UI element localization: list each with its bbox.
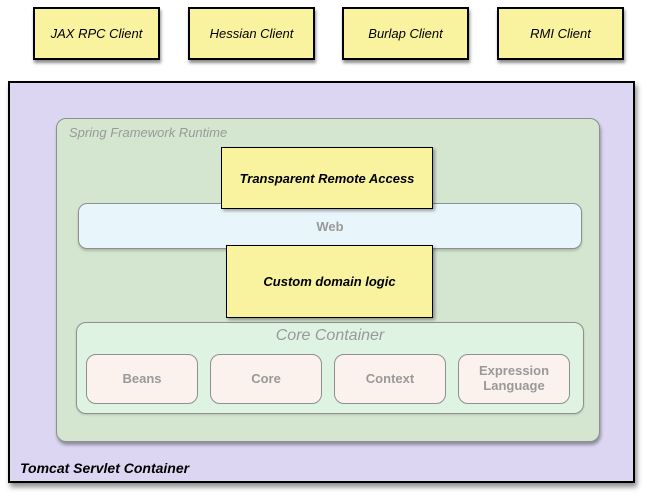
client-box-label: Burlap Client xyxy=(368,26,443,41)
transparent-remote-access-box: Transparent Remote Access xyxy=(221,147,433,209)
module-box-beans: Beans xyxy=(86,354,198,404)
module-box-core: Core xyxy=(210,354,322,404)
core-container-box: Core Container Beans Core Context Expres… xyxy=(76,322,584,414)
spring-framework-runtime-label: Spring Framework Runtime xyxy=(69,125,228,140)
tomcat-servlet-container-box: Spring Framework Runtime Web Transparent… xyxy=(8,81,635,483)
client-box-jax-rpc: JAX RPC Client xyxy=(33,7,160,60)
module-box-context: Context xyxy=(334,354,446,404)
transparent-remote-access-label: Transparent Remote Access xyxy=(239,170,415,186)
spring-framework-runtime-box: Spring Framework Runtime Web Transparent… xyxy=(56,118,600,442)
client-box-label: JAX RPC Client xyxy=(50,26,143,41)
custom-domain-logic-label: Custom domain logic xyxy=(263,274,396,289)
tomcat-servlet-container-label: Tomcat Servlet Container xyxy=(20,460,190,476)
web-layer-label: Web xyxy=(316,218,344,234)
client-box-label: RMI Client xyxy=(530,26,591,41)
client-box-burlap: Burlap Client xyxy=(342,7,469,60)
web-layer-box: Web xyxy=(78,203,582,249)
client-box-rmi: RMI Client xyxy=(497,7,624,60)
client-box-hessian: Hessian Client xyxy=(188,7,315,60)
core-container-label: Core Container xyxy=(275,327,385,344)
module-label: Core xyxy=(251,370,281,386)
module-label: Context xyxy=(365,370,415,386)
client-box-label: Hessian Client xyxy=(209,26,294,41)
module-label: Expression Language xyxy=(478,363,550,393)
module-box-expression-language: Expression Language xyxy=(458,354,570,404)
custom-domain-logic-box: Custom domain logic xyxy=(226,245,433,318)
module-label: Beans xyxy=(122,370,162,386)
